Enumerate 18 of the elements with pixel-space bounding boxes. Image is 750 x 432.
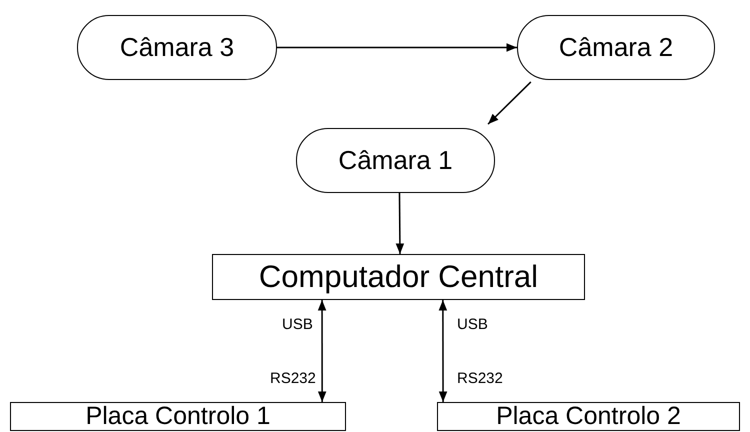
node-label: Placa Controlo 1 — [86, 402, 270, 431]
arrow — [488, 81, 532, 125]
arrow — [318, 300, 326, 402]
process-box — [212, 254, 585, 300]
process-box — [10, 402, 346, 431]
port-label: USB — [282, 316, 313, 333]
node-label: Câmara 2 — [558, 32, 674, 63]
node-label: Câmara 1 — [338, 145, 453, 176]
port-label: USB — [457, 316, 488, 333]
process-box — [437, 402, 740, 431]
arrow — [277, 43, 517, 52]
port-label: RS232 — [457, 370, 503, 387]
node-label: Placa Controlo 2 — [496, 402, 681, 431]
arrow — [396, 193, 404, 254]
node-label: Computador Central — [258, 259, 538, 295]
node-label: Câmara 3 — [120, 32, 234, 63]
port-label: RS232 — [270, 370, 316, 387]
arrow — [438, 300, 448, 402]
